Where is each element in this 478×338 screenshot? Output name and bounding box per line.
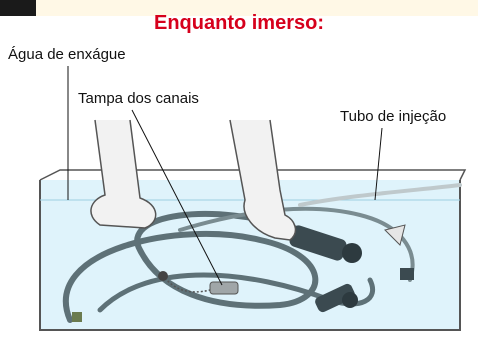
label-channel-cap: Tampa dos canais [78, 90, 199, 107]
universal-cord [97, 272, 375, 313]
page-title: Enquanto imerso: [153, 12, 324, 34]
tube-connector [400, 268, 414, 280]
light-guide-tube [178, 206, 415, 282]
leader-injection-tube [374, 127, 383, 201]
tube-end [72, 312, 82, 322]
right-glove [229, 119, 297, 241]
insertion-tube [62, 210, 319, 323]
connector-knob [342, 292, 358, 308]
label-injection-tube: Tubo de injeção [340, 108, 447, 125]
channel-cap-assembly [158, 271, 239, 295]
leader-lines [67, 66, 383, 286]
hands [90, 119, 297, 241]
connector [315, 283, 355, 313]
left-glove [90, 119, 157, 229]
leader-channel-cap [131, 109, 223, 286]
label-rinse-water: Água de enxágue [8, 46, 126, 63]
corner-tab [0, 0, 36, 16]
control-section [289, 225, 362, 313]
highlight-band [0, 0, 478, 16]
endoscope-tubes [62, 183, 462, 323]
channel-cap [209, 281, 239, 295]
control-body [289, 225, 347, 261]
tag-card [384, 224, 406, 246]
cap-plug [158, 271, 168, 281]
basin-wall [39, 180, 461, 331]
cap-chain [164, 277, 211, 293]
injection-tube [298, 183, 462, 207]
angulation-knob [342, 243, 362, 263]
